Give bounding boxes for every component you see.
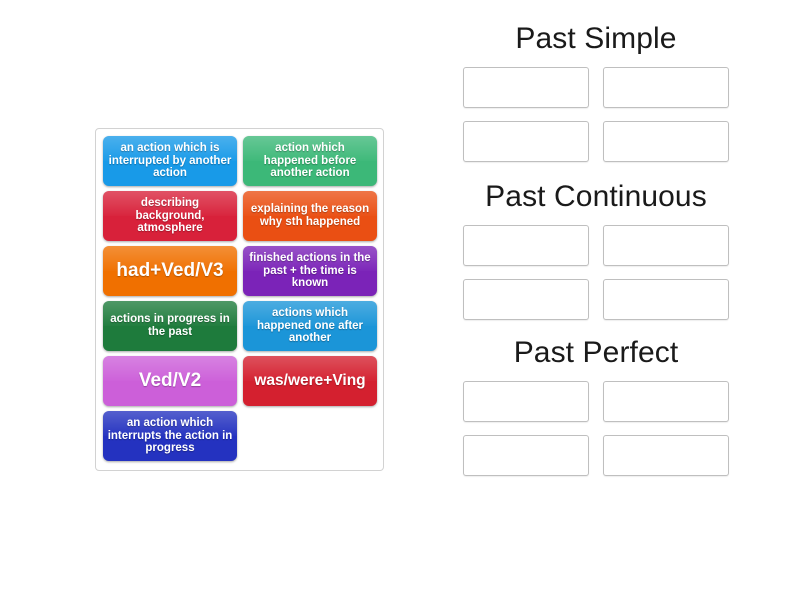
drop-slot[interactable] [603, 121, 729, 162]
draggable-tile[interactable]: an action which is interrupted by anothe… [103, 136, 237, 186]
drop-slot-grid [416, 381, 776, 476]
tile-grid: an action which is interrupted by anothe… [103, 136, 377, 461]
tile-label: an action which interrupts the action in… [107, 416, 233, 455]
drop-slot[interactable] [463, 435, 589, 476]
tile-label: describing background, atmosphere [135, 196, 205, 235]
tile-label: actions which happened one after another [256, 306, 364, 345]
tile-label: Ved/V2 [138, 370, 202, 392]
tile-grid-filler [243, 411, 377, 461]
category-title: Past Continuous [485, 180, 707, 213]
drop-slot[interactable] [463, 121, 589, 162]
draggable-tile[interactable]: explaining the reason why sth happened [243, 191, 377, 241]
drop-slot[interactable] [603, 67, 729, 108]
category-title: Past Simple [515, 22, 677, 55]
category-past-simple: Past Simple [416, 22, 776, 162]
drop-slot[interactable] [603, 435, 729, 476]
drop-slot[interactable] [463, 225, 589, 266]
drop-slot[interactable] [463, 381, 589, 422]
draggable-tile[interactable]: action which happened before another act… [243, 136, 377, 186]
draggable-tile[interactable]: actions in progress in the past [103, 301, 237, 351]
draggable-tile[interactable]: describing background, atmosphere [103, 191, 237, 241]
draggable-tile[interactable]: actions which happened one after another [243, 301, 377, 351]
tile-label: an action which is interrupted by anothe… [108, 141, 232, 180]
drop-slot[interactable] [463, 279, 589, 320]
draggable-tile[interactable]: an action which interrupts the action in… [103, 411, 237, 461]
tile-tray: an action which is interrupted by anothe… [95, 128, 384, 471]
tile-label: was/were+Ving [254, 372, 366, 390]
tile-label: explaining the reason why sth happened [250, 203, 370, 228]
drop-slot-grid [416, 67, 776, 162]
category-past-continuous: Past Continuous [416, 180, 776, 320]
tile-label: had+Ved/V3 [116, 260, 224, 282]
category-past-perfect: Past Perfect [416, 336, 776, 476]
drop-slot[interactable] [603, 279, 729, 320]
drop-slot[interactable] [463, 67, 589, 108]
draggable-tile[interactable]: finished actions in the past + the time … [243, 246, 377, 296]
draggable-tile[interactable]: Ved/V2 [103, 356, 237, 406]
tile-label: action which happened before another act… [263, 141, 357, 180]
drop-slot[interactable] [603, 381, 729, 422]
category-title: Past Perfect [513, 336, 679, 369]
drop-slot[interactable] [603, 225, 729, 266]
tile-label: finished actions in the past + the time … [249, 251, 371, 290]
drop-slot-grid [416, 225, 776, 320]
draggable-tile[interactable]: had+Ved/V3 [103, 246, 237, 296]
tile-label: actions in progress in the past [110, 313, 230, 338]
draggable-tile[interactable]: was/were+Ving [243, 356, 377, 406]
